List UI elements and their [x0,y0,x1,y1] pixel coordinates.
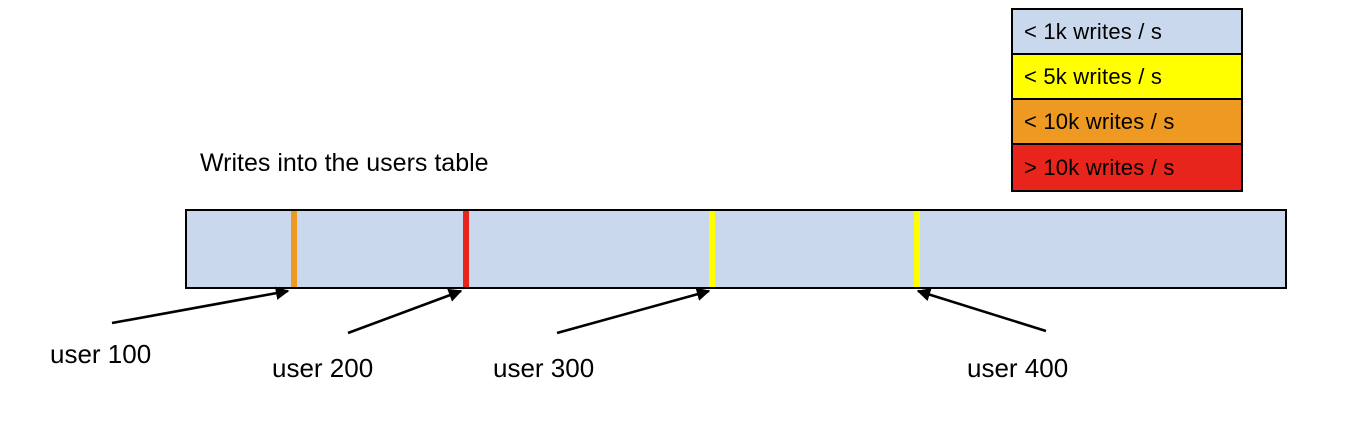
arrow-user-100 [111,286,290,325]
users-table-keyspace-bar [185,209,1287,289]
legend-row-under-5k: < 5k writes / s [1013,55,1241,100]
chart-title: Writes into the users table [200,149,489,177]
arrow-user-400 [916,288,1047,333]
hot-row-stripe-user-200 [462,211,469,287]
legend-row-over-10k: > 10k writes / s [1013,145,1241,190]
arrow-user-200 [347,288,463,335]
arrow-user-300 [556,287,711,335]
hot-row-stripe-user-300 [708,211,715,287]
legend-label: < 10k writes / s [1024,108,1175,134]
marker-label-user-400: user 400 [967,353,1069,383]
marker-label-user-100: user 100 [50,339,152,369]
hot-row-stripe-user-400 [913,211,920,287]
write-rate-legend: < 1k writes / s < 5k writes / s < 10k wr… [1011,8,1243,192]
legend-label: < 5k writes / s [1024,63,1163,89]
legend-label: > 10k writes / s [1024,154,1175,180]
marker-label-user-200: user 200 [272,353,374,383]
legend-label: < 1k writes / s [1024,18,1163,44]
legend-row-under-1k: < 1k writes / s [1013,10,1241,55]
hot-row-stripe-user-100 [291,211,298,287]
legend-row-under-10k: < 10k writes / s [1013,100,1241,145]
marker-label-user-300: user 300 [493,353,595,383]
